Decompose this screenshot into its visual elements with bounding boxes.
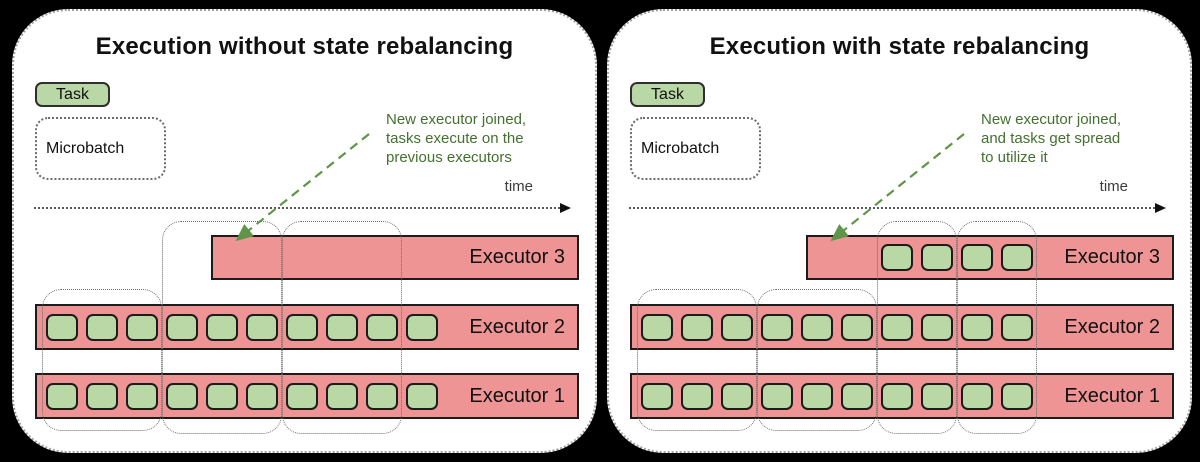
task-box xyxy=(366,383,398,410)
microbatch-outline xyxy=(877,221,957,434)
task-box xyxy=(761,314,793,341)
microbatch-outline xyxy=(957,221,1037,434)
task-box xyxy=(326,314,358,341)
task-legend-label: Task xyxy=(56,85,89,103)
microbatch-legend: Microbatch xyxy=(630,117,761,180)
task-box xyxy=(721,383,753,410)
task-box xyxy=(921,244,953,271)
panel-with-rebalancing: Execution with state rebalancing Task Mi… xyxy=(607,9,1192,453)
task-box xyxy=(246,314,278,341)
microbatch-outline xyxy=(282,221,402,434)
microbatch-legend-label: Microbatch xyxy=(641,139,720,157)
microbatch-outline xyxy=(162,221,282,434)
task-box xyxy=(126,314,158,341)
task-box xyxy=(366,314,398,341)
panel-title: Execution without state rebalancing xyxy=(95,33,514,60)
executor-label: Executor 2 xyxy=(1064,315,1160,338)
task-box xyxy=(961,314,993,341)
task-box xyxy=(881,383,913,410)
microbatch-legend-label: Microbatch xyxy=(46,139,125,157)
task-box xyxy=(961,383,993,410)
task-box xyxy=(406,314,438,341)
executor-bar: Executor 3 xyxy=(211,235,579,280)
task-box xyxy=(206,314,238,341)
task-box xyxy=(881,314,913,341)
annotation-line: New executor joined, xyxy=(386,111,527,128)
annotation: New executor joined, and tasks get sprea… xyxy=(981,110,1121,167)
task-box xyxy=(86,314,118,341)
task-box xyxy=(46,314,78,341)
task-box xyxy=(961,244,993,271)
executor-bar: Executor 1 xyxy=(630,373,1174,419)
task-box xyxy=(841,383,873,410)
task-box xyxy=(641,383,673,410)
task-box xyxy=(86,383,118,410)
panel-title: Execution with state rebalancing xyxy=(709,33,1090,60)
task-box xyxy=(641,314,673,341)
task-box xyxy=(46,383,78,410)
microbatch-outline xyxy=(42,289,162,431)
microbatch-outline xyxy=(757,289,877,431)
task-box xyxy=(126,383,158,410)
microbatch-outline xyxy=(637,289,757,431)
time-axis xyxy=(34,203,571,213)
task-box xyxy=(761,383,793,410)
task-box xyxy=(681,383,713,410)
annotation-line: New executor joined, xyxy=(981,111,1122,128)
task-box xyxy=(286,314,318,341)
task-box xyxy=(286,383,318,410)
task-box xyxy=(921,383,953,410)
time-arrowhead-icon xyxy=(560,203,571,213)
time-axis xyxy=(629,203,1166,213)
executor-label: Executor 3 xyxy=(469,246,565,268)
task-legend: Task xyxy=(35,82,110,107)
executor-label: Executor 1 xyxy=(1064,384,1160,407)
task-box xyxy=(166,314,198,341)
executor-bar: Executor 2 xyxy=(35,304,579,350)
time-arrowhead-icon xyxy=(1155,203,1166,213)
executor-label: Executor 1 xyxy=(469,384,565,407)
annotation-line: to utilize it xyxy=(981,149,1048,166)
executor-label: Executor 3 xyxy=(1064,246,1160,268)
executor-label: Executor 2 xyxy=(469,315,565,338)
time-axis-label: time xyxy=(1099,178,1128,195)
executor-bar: Executor 3 xyxy=(806,235,1174,280)
task-box xyxy=(721,314,753,341)
task-box xyxy=(406,383,438,410)
executor-bar: Executor 1 xyxy=(35,373,579,419)
task-box xyxy=(841,314,873,341)
time-axis-label: time xyxy=(504,178,533,195)
task-box xyxy=(326,383,358,410)
task-box xyxy=(246,383,278,410)
task-box xyxy=(801,383,833,410)
task-box xyxy=(1001,383,1033,410)
task-legend: Task xyxy=(630,82,705,107)
task-box xyxy=(921,314,953,341)
task-box xyxy=(681,314,713,341)
annotation: New executor joined, tasks execute on th… xyxy=(386,110,526,167)
task-box xyxy=(1001,314,1033,341)
task-box xyxy=(166,383,198,410)
annotation-line: previous executors xyxy=(386,149,512,166)
task-box xyxy=(206,383,238,410)
executor-bar: Executor 2 xyxy=(630,304,1174,350)
task-box xyxy=(801,314,833,341)
task-box xyxy=(1001,244,1033,271)
annotation-line: and tasks get spread xyxy=(981,130,1121,147)
task-box xyxy=(881,244,913,271)
panel-without-rebalancing: Execution without state rebalancing Task… xyxy=(12,9,597,453)
microbatch-legend: Microbatch xyxy=(35,117,166,180)
annotation-line: tasks execute on the xyxy=(386,130,524,147)
task-legend-label: Task xyxy=(651,85,684,103)
